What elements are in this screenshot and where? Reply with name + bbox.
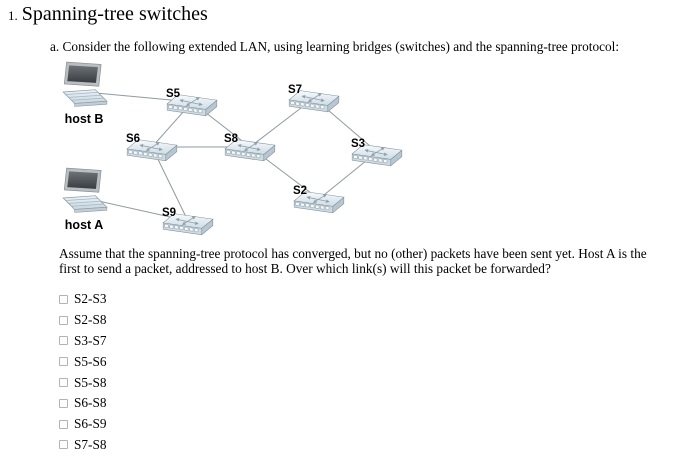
switch-s6: S6 [126,133,177,161]
page-title: 1. Spanning-tree switches [8,3,208,26]
question-number: 1. [8,8,18,23]
question-title: Spanning-tree switches [21,3,208,25]
node-label: S2 [293,185,307,197]
switch-s9: S9 [162,207,213,235]
checkbox-s5-s6[interactable] [59,357,68,367]
node-label: host B [65,112,104,126]
question-text: Assume that the spanning-tree protocol h… [59,246,647,276]
option-s3-s7[interactable]: S3-S7 [59,331,107,352]
node-label: S8 [224,133,239,145]
option-label: S7-S8 [74,436,107,452]
switch-s2: S2 [293,185,344,213]
checkbox-s3-s7[interactable] [59,336,68,346]
node-label: S6 [126,133,140,145]
option-s5-s6[interactable]: S5-S6 [59,351,107,372]
checkbox-s7-s8[interactable] [59,440,68,450]
node-label: host A [65,218,103,232]
host-host-a: host A [62,167,108,232]
host-host-b: host B [62,61,108,126]
node-label: S7 [288,84,302,96]
option-s5-s8[interactable]: S5-S8 [59,372,107,393]
node-label: S3 [351,138,365,150]
option-s2-s8[interactable]: S2-S8 [59,310,107,331]
option-s6-s9[interactable]: S6-S9 [59,414,107,435]
laptop-icon [62,61,108,108]
node-label: S5 [166,88,181,100]
checkbox-s6-s8[interactable] [59,398,68,408]
option-label: S5-S8 [74,374,107,390]
checkbox-s5-s8[interactable] [59,378,68,388]
switch-s7: S7 [288,84,339,112]
option-label: S6-S9 [74,416,107,432]
part-a-text: a. Consider the following extended LAN, … [50,39,620,54]
checkbox-s2-s8[interactable] [59,315,68,325]
option-label: S6-S8 [74,395,107,411]
switch-s8: S8 [224,133,275,161]
option-label: S5-S6 [74,353,107,369]
laptop-icon [62,167,108,214]
option-s2-s3[interactable]: S2-S3 [59,289,107,310]
node-label: S9 [162,207,176,219]
option-label: S2-S3 [74,291,107,307]
checkbox-s6-s9[interactable] [59,419,68,429]
option-label: S2-S8 [74,312,107,328]
option-label: S3-S7 [74,332,107,348]
checkbox-s2-s3[interactable] [59,294,68,304]
answer-options: S2-S3 S2-S8 S3-S7 S5-S6 S5-S8 S6-S8 S6-S… [59,289,107,455]
switch-s5: S5 [166,88,217,116]
switch-s3: S3 [351,138,402,166]
option-s7-s8[interactable]: S7-S8 [59,435,107,456]
option-s6-s8[interactable]: S6-S8 [59,393,107,414]
